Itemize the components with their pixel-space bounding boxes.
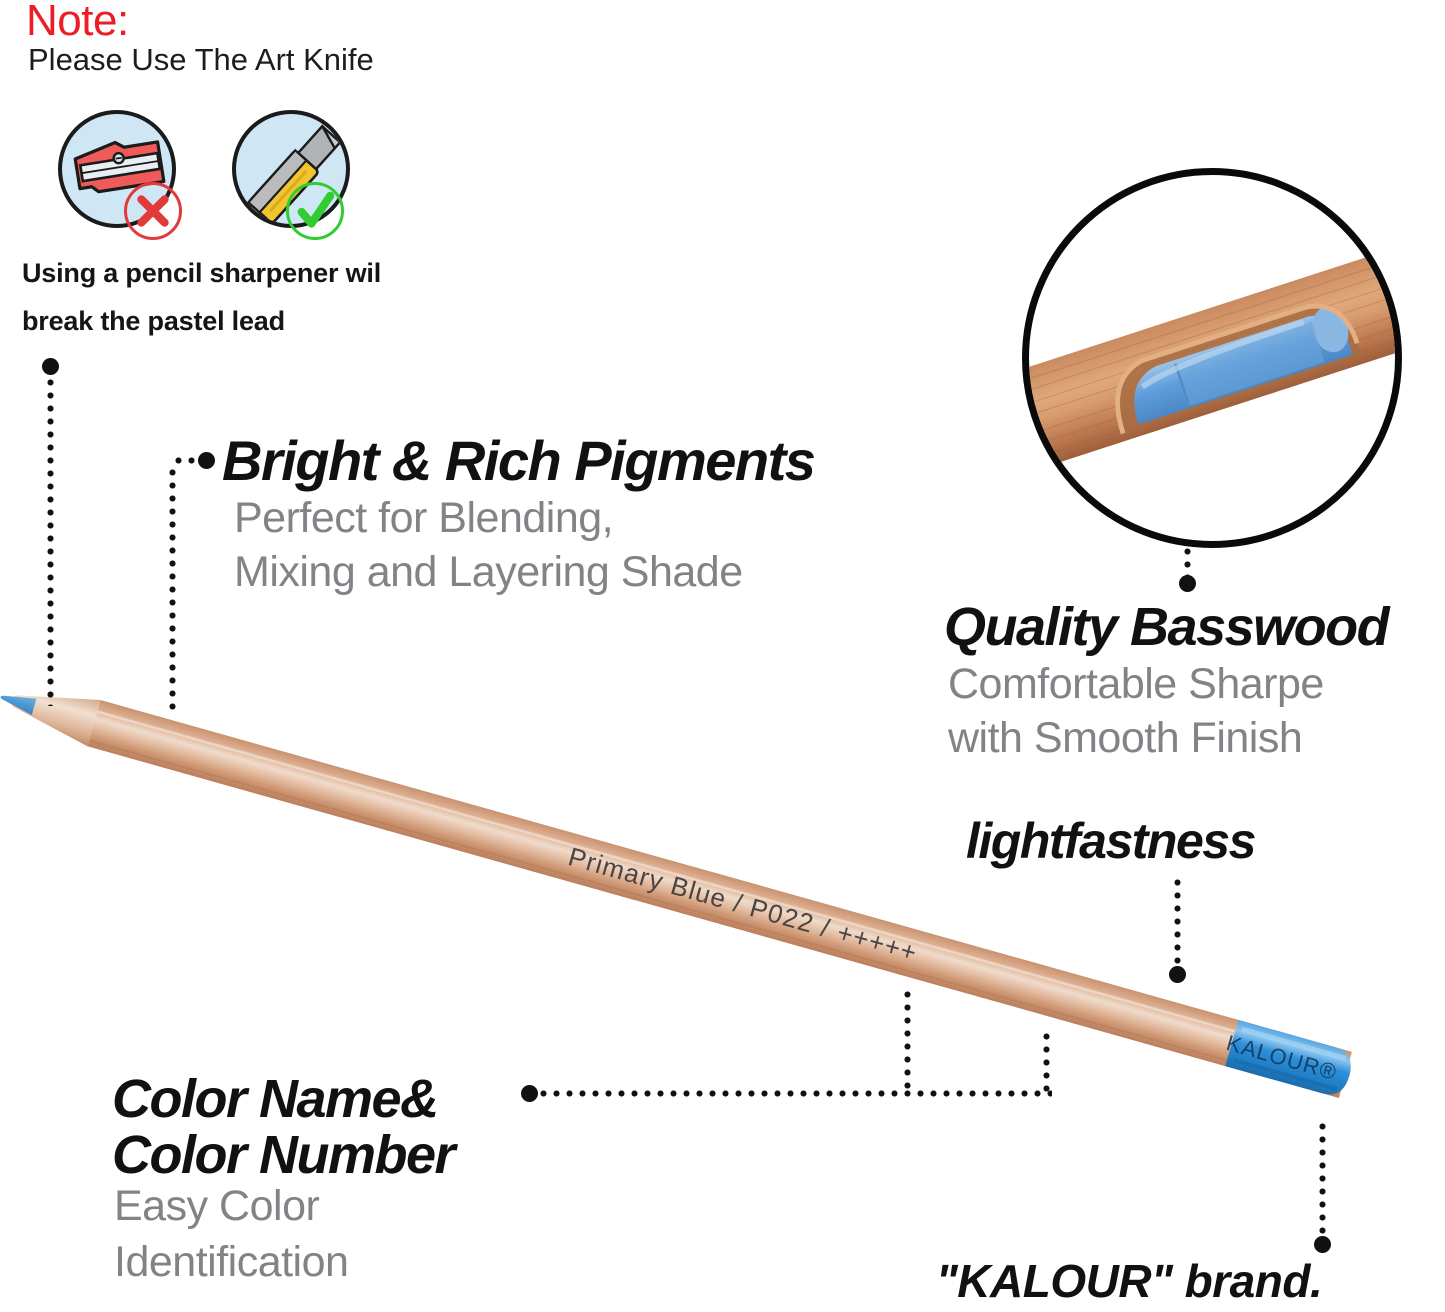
pencil-cutaway-magnifier	[1022, 168, 1402, 548]
pencil-sharpener-icon	[58, 110, 182, 240]
leader-line-pigments-h	[172, 457, 202, 464]
leader-line-note	[47, 376, 54, 706]
knife-glyph	[246, 124, 342, 224]
feature-sub-basswood-line2: with Smooth Finish	[948, 714, 1303, 762]
leader-dot-basswood	[1179, 575, 1196, 592]
leader-line-brand	[1319, 1120, 1326, 1238]
warning-text-line2: break the pastel lead	[22, 306, 285, 336]
art-knife-icon	[232, 110, 350, 240]
feature-title-color-id-line2: Color Number	[112, 1125, 456, 1185]
pencil-cap-brand-text: KALOUR®	[1224, 1030, 1340, 1085]
feature-title-pigments: Bright & Rich Pigments	[222, 429, 816, 492]
feature-title-brand: "KALOUR" brand.	[936, 1255, 1323, 1307]
feature-sub-color-id-line2: Identification	[114, 1238, 349, 1286]
feature-sub-basswood-line1: Comfortable Sharpe	[948, 660, 1324, 708]
sharpener-glyph	[73, 140, 166, 194]
leader-dot-color-id	[521, 1085, 538, 1102]
leader-line-basswood	[1184, 545, 1191, 577]
leader-line-color-id-branch2	[1043, 1030, 1050, 1092]
leader-line-lightfastness	[1174, 876, 1181, 968]
feature-sub-pigments-line2: Mixing and Layering Shade	[234, 548, 743, 596]
leader-dot-note	[42, 358, 59, 375]
note-subheading: Please Use The Art Knife	[28, 42, 374, 77]
leader-dot-pigments	[198, 452, 215, 469]
leader-line-pigments-v	[169, 466, 176, 716]
sharpener-icon-art	[62, 114, 172, 224]
leader-dot-brand	[1314, 1236, 1331, 1253]
feature-title-basswood: Quality Basswood	[944, 597, 1390, 657]
cross-icon-glyph	[137, 195, 169, 227]
cutaway-illustration	[1029, 231, 1395, 482]
leader-dot-lightfastness	[1169, 966, 1186, 983]
warning-text-line1: Using a pencil sharpener wil	[22, 258, 382, 288]
cross-mark-icon	[124, 182, 182, 240]
feature-title-lightfastness: lightfastness	[966, 813, 1256, 869]
feature-sub-color-id-line1: Easy Color	[114, 1182, 320, 1230]
check-mark-icon	[286, 182, 344, 240]
feature-title-color-id-line1: Color Name&	[112, 1069, 439, 1129]
leader-line-color-id-branch1	[904, 988, 911, 1092]
leader-line-color-id-h	[537, 1090, 1052, 1097]
check-icon-glyph	[297, 191, 335, 228]
note-heading: Note:	[26, 0, 129, 45]
knife-icon-art	[236, 114, 346, 224]
pencil-imprint-text: Primary Blue / P022 / +++++	[565, 841, 921, 968]
feature-sub-pigments-line1: Perfect for Blending,	[234, 494, 614, 542]
